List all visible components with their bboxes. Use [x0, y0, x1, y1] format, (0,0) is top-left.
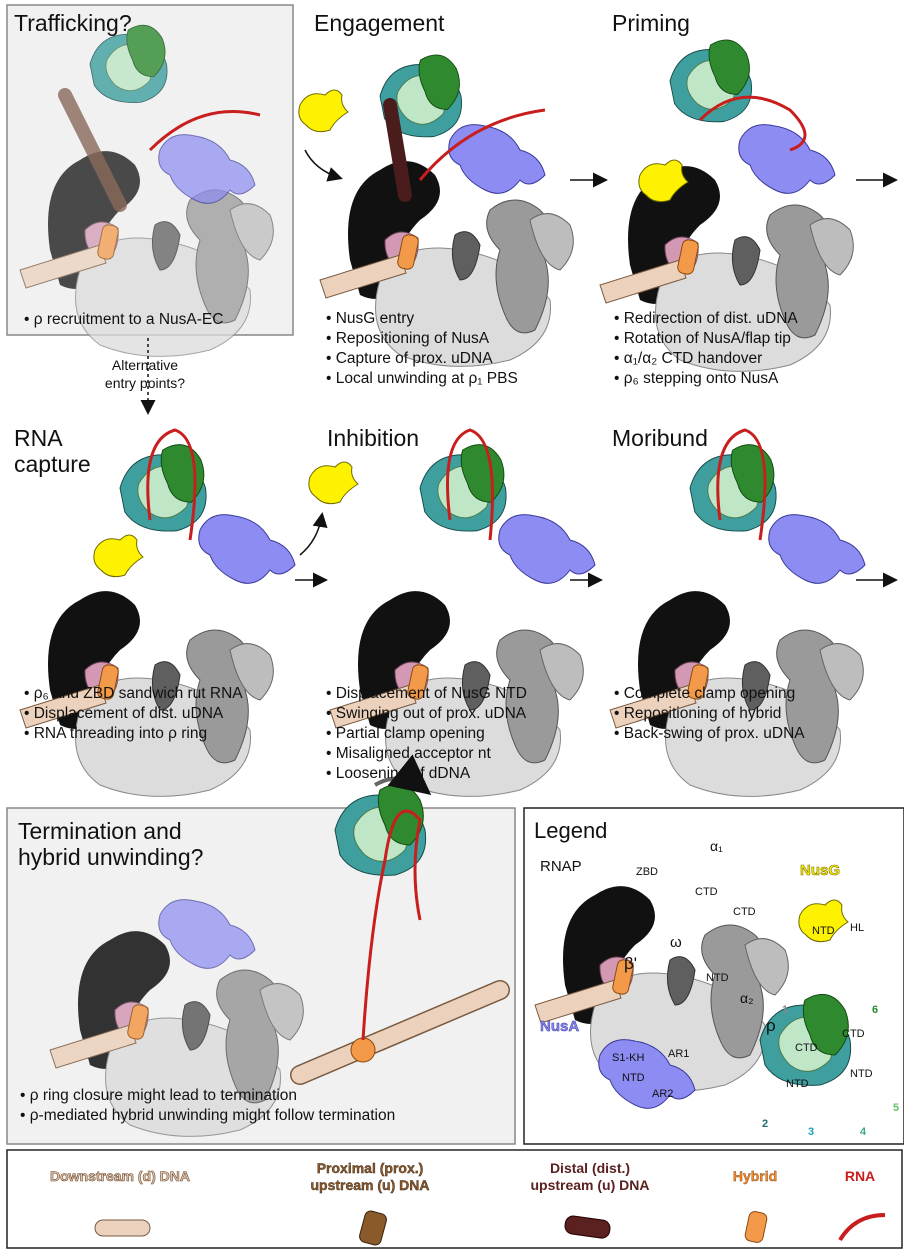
bullet: ρ recruitment to a NusA-EC	[24, 310, 223, 330]
bullet: Redirection of dist. uDNA	[614, 309, 798, 329]
bullet: Local unwinding at ρ₁ PBS	[326, 369, 518, 389]
priming-bullets: Redirection of dist. uDNA Rotation of Nu…	[614, 309, 798, 389]
bullet: α₁/α₂ CTD handover	[614, 349, 798, 369]
rho-subunit-4: 4	[860, 1126, 866, 1138]
bullet: Complete clamp opening	[614, 684, 805, 704]
rna-capture-title-line1: RNA	[14, 425, 91, 451]
engagement-title: Engagement	[314, 10, 444, 36]
nusa-ntd-label: NTD	[622, 1072, 645, 1084]
ctd2-label: CTD	[733, 906, 756, 918]
bullet: Displacement of dist. uDNA	[24, 704, 243, 724]
bullet: NusG entry	[326, 309, 518, 329]
rho-ntd-a-label: NTD	[786, 1078, 809, 1090]
bullet: Swinging out of prox. uDNA	[326, 704, 527, 724]
dna-legend-dist-line2: upstream (u) DNA	[490, 1177, 690, 1194]
bullet: Loosening of dDNA	[326, 764, 527, 784]
rho-subunit-5: 5	[893, 1102, 899, 1114]
alpha1-label: α₁	[710, 838, 723, 854]
termination-title: Termination and hybrid unwinding?	[18, 818, 203, 871]
legend-title: Legend	[534, 818, 607, 843]
bullet: ρ ring closure might lead to termination	[20, 1086, 395, 1106]
bullet: Misaligned acceptor nt	[326, 744, 527, 764]
moribund-title: Moribund	[612, 425, 708, 451]
rna-capture-title: RNA capture	[14, 425, 91, 478]
ntd-label: NTD	[706, 972, 729, 984]
dna-legend-hybrid: Hybrid	[710, 1168, 800, 1185]
nusg-label: NusG	[800, 862, 840, 879]
rho-subunit-6: 6	[872, 1004, 878, 1016]
moribund-bullets: Complete clamp opening Repositioning of …	[614, 684, 805, 744]
inhibition-bullets: Displacement of NusG NTD Swinging out of…	[326, 684, 527, 784]
priming-title: Priming	[612, 10, 690, 36]
nusa-ar1-label: AR1	[668, 1048, 689, 1060]
bullet: ρ₆ and ZBD sandwich rut RNA	[24, 684, 243, 704]
nusg-hl-label: HL	[850, 922, 864, 934]
dna-legend-prox-line2: upstream (u) DNA	[270, 1177, 470, 1194]
rho-ntd-b-label: NTD	[850, 1068, 873, 1080]
bullet: Displacement of NusG NTD	[326, 684, 527, 704]
rnap-label: RNAP	[540, 858, 582, 875]
downstream-dna-swatch	[95, 1220, 150, 1236]
dna-legend-rna-line1: RNA	[820, 1168, 900, 1185]
omega-label: ω	[670, 934, 682, 951]
ctd1-label: CTD	[695, 886, 718, 898]
termination-title-line1: Termination and	[18, 818, 203, 844]
bullet: ρ₆ stepping onto NusA	[614, 369, 798, 389]
rho-subunit-3: 3	[808, 1126, 814, 1138]
clamp-label: Clamp	[592, 917, 624, 929]
rho-ctd-a-label: CTD	[795, 1042, 818, 1054]
nusa-ar2-label: AR2	[652, 1088, 673, 1100]
alpha2-label: α₂	[740, 990, 754, 1006]
rna-capture-bullets: ρ₆ and ZBD sandwich rut RNA Displacement…	[24, 684, 243, 744]
beta-label: β	[568, 954, 578, 974]
rho-label: ρ	[766, 1016, 776, 1036]
dna-legend-prox-line1: Proximal (prox.)	[270, 1160, 470, 1177]
trafficking-title: Trafficking?	[14, 10, 132, 36]
bullet: Rotation of NusA/flap tip	[614, 329, 798, 349]
rho-ctd-b-label: CTD	[842, 1028, 865, 1040]
bullet: RNA threading into ρ ring	[24, 724, 243, 744]
dna-legend-downstream: Downstream (d) DNA	[15, 1168, 225, 1185]
termination-bullets: ρ ring closure might lead to termination…	[20, 1086, 395, 1126]
nusa-s1kh-label: S1-KH	[612, 1052, 644, 1064]
rna-capture-title-line2: capture	[14, 451, 91, 477]
rho-subunit-1: 1	[782, 1004, 788, 1016]
dna-legend-downstream-line1: Downstream (d) DNA	[15, 1168, 225, 1185]
nusg-ntd-label: NTD	[812, 925, 835, 937]
rho-subunit-2: 2	[762, 1118, 768, 1130]
inhibition-title: Inhibition	[327, 425, 419, 451]
bullet: Back-swing of prox. uDNA	[614, 724, 805, 744]
alternative-entry-line2: entry points?	[50, 374, 240, 392]
bullet: Capture of prox. uDNA	[326, 349, 518, 369]
bullet: Repositioning of hybrid	[614, 704, 805, 724]
trafficking-bullets: ρ recruitment to a NusA-EC	[24, 310, 223, 330]
alternative-entry-line1: Alternative	[50, 356, 240, 374]
engagement-bullets: NusG entry Repositioning of NusA Capture…	[326, 309, 518, 389]
bullet: Repositioning of NusA	[326, 329, 518, 349]
dna-legend-dist: Distal (dist.) upstream (u) DNA	[490, 1160, 690, 1194]
bullet: ρ-mediated hybrid unwinding might follow…	[20, 1106, 395, 1126]
dna-legend-dist-line1: Distal (dist.)	[490, 1160, 690, 1177]
zbd-label: ZBD	[636, 866, 658, 878]
beta-prime-label: β'	[624, 954, 637, 974]
termination-title-line2: hybrid unwinding?	[18, 844, 203, 870]
nusa-label: NusA	[540, 1018, 579, 1035]
dna-legend-prox: Proximal (prox.) upstream (u) DNA	[270, 1160, 470, 1194]
bullet: Partial clamp opening	[326, 724, 527, 744]
alternative-entry-label: Alternative entry points?	[50, 356, 240, 392]
dna-legend-rna: RNA	[820, 1168, 900, 1185]
dna-legend-hybrid-line1: Hybrid	[710, 1168, 800, 1185]
